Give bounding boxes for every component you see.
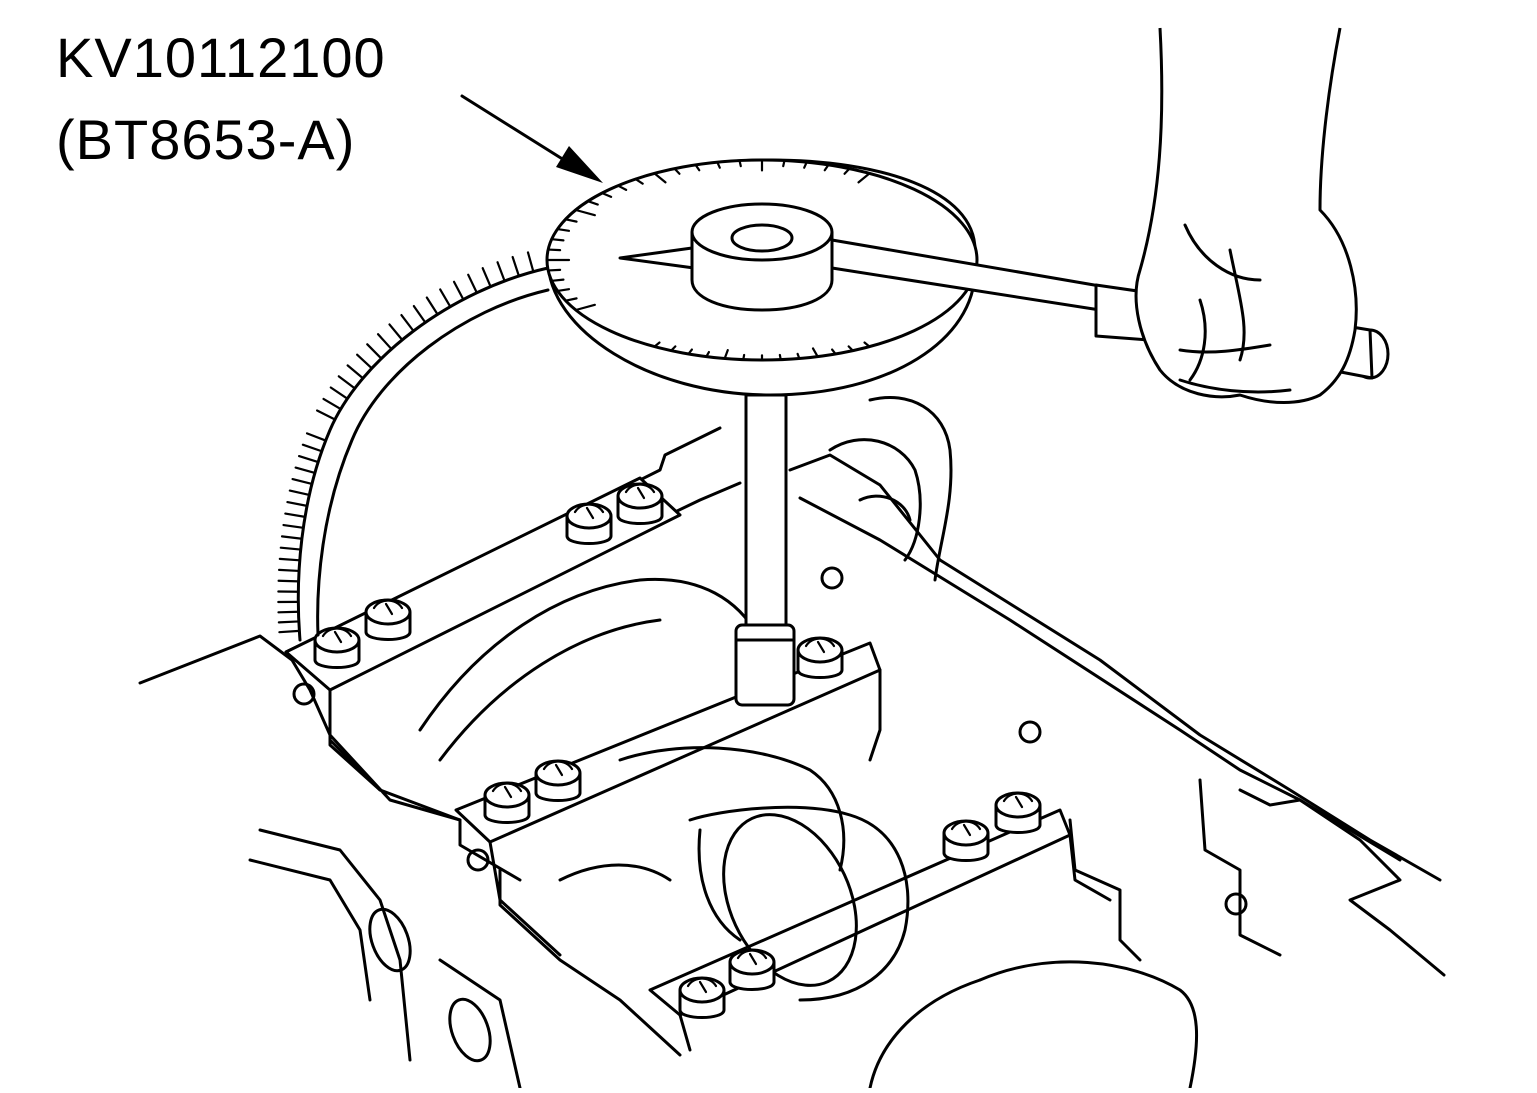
cap-bolt <box>996 793 1040 833</box>
cap-bolt <box>680 978 724 1018</box>
technician-hand <box>1136 28 1356 403</box>
cylinder-block <box>140 397 1444 1088</box>
tool-part-number: KV10112100 <box>56 30 386 86</box>
cap-bolt <box>315 628 359 668</box>
cap-bolt <box>567 504 611 544</box>
cap-bolt <box>798 638 842 678</box>
cap-bolt <box>536 761 580 801</box>
cap-bolt <box>944 821 988 861</box>
cap-bolt <box>485 783 529 823</box>
cap-bolt <box>730 950 774 990</box>
cap-bolt <box>366 600 410 640</box>
cap-bolt <box>618 484 662 524</box>
socket-extension <box>736 395 794 705</box>
callout-arrow-icon <box>462 96 603 183</box>
tool-alt-part-number: (BT8653-A) <box>56 112 355 168</box>
